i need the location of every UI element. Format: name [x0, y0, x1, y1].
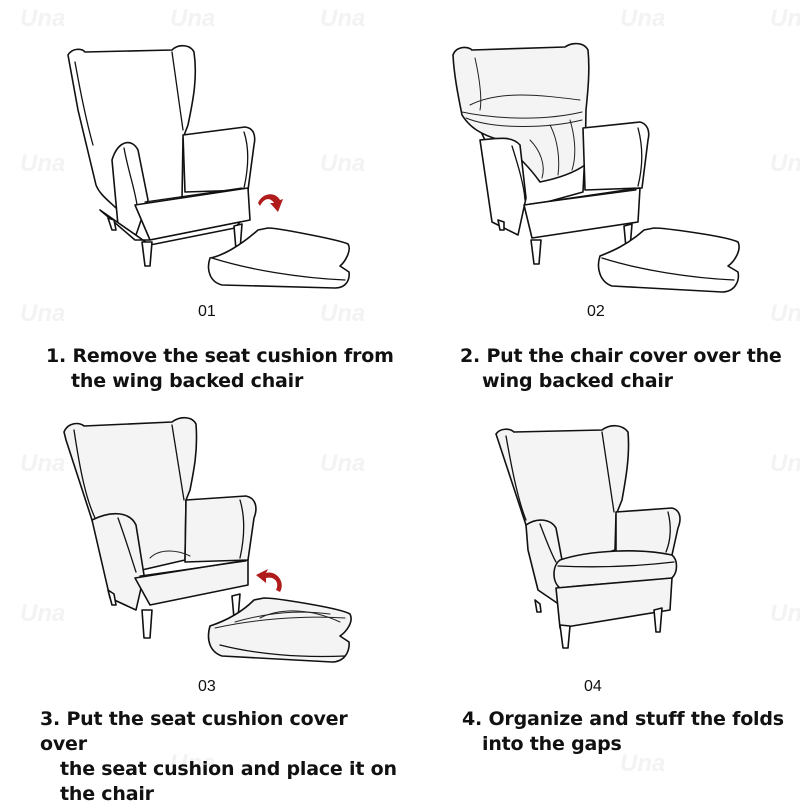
- caption-line: 4. Organize and stuff the folds: [462, 708, 784, 730]
- step-caption: 1. Remove the seat cushion from the wing…: [46, 344, 394, 394]
- caption-line: 2. Put the chair cover over the: [460, 345, 782, 367]
- chair-illustration-step-1: [67, 44, 350, 289]
- step-number: 02: [587, 303, 605, 320]
- step-number: 04: [584, 678, 602, 695]
- caption-line: the seat cushion and place it on: [60, 758, 397, 780]
- chair-illustration-step-3: [63, 416, 352, 663]
- caption-line: wing backed chair: [482, 370, 673, 392]
- step-1-panel: 01 1. Remove the seat cushion from the w…: [0, 0, 400, 400]
- caption-line: into the gaps: [482, 733, 622, 755]
- step-caption: 3. Put the seat cushion cover over the s…: [40, 707, 400, 807]
- step-3-panel: 03 3. Put the seat cushion cover over th…: [0, 400, 400, 805]
- chair-illustration-step-4: [495, 424, 681, 649]
- step-number: 03: [198, 678, 216, 695]
- curved-down-arrow-icon: [258, 194, 283, 212]
- caption-line: 1. Remove the seat cushion from: [46, 345, 394, 367]
- caption-line: 3. Put the seat cushion cover over: [40, 708, 348, 755]
- caption-line: the chair: [60, 783, 154, 805]
- step-caption: 2. Put the chair cover over the wing bac…: [460, 344, 782, 394]
- step-caption: 4. Organize and stuff the folds into the…: [462, 707, 784, 757]
- curved-back-arrow-icon: [256, 569, 282, 592]
- step-2-panel: 02 2. Put the chair cover over the wing …: [400, 0, 800, 400]
- step-number: 01: [198, 303, 216, 320]
- step-4-panel: 04 4. Organize and stuff the folds into …: [400, 400, 800, 800]
- caption-line: the wing backed chair: [71, 370, 304, 392]
- chair-illustration-step-2: [452, 42, 740, 293]
